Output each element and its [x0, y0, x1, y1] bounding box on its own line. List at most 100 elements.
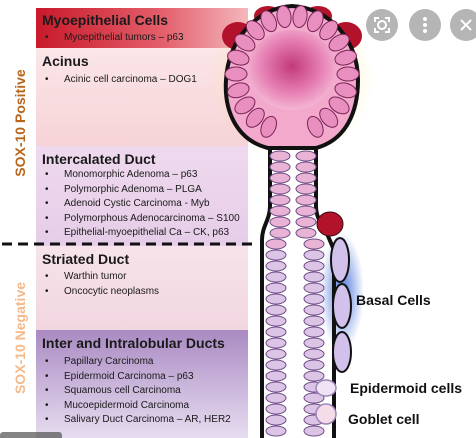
duct-cell-right: [303, 249, 325, 261]
duct-cell-right: [303, 359, 325, 371]
acinus-cell: [260, 10, 278, 33]
duct-cell-left: [265, 315, 287, 327]
list-item: Monomorphic Adenoma – p63: [42, 168, 240, 183]
duct-cell-left: [265, 359, 287, 371]
list-item: Polymorphous Adenocarcinoma – S100: [42, 212, 240, 227]
duct-cell-left: [269, 161, 291, 173]
duct-cell-left: [265, 260, 287, 272]
duct-cell-left: [265, 392, 287, 404]
inter-intralobular-list: Papillary Carcinoma Epidermoid Carcinoma…: [42, 355, 231, 428]
goblet-cell: [315, 403, 337, 425]
duct-cell-right: [303, 304, 325, 316]
duct-cell-right: [303, 282, 325, 294]
acinus-cell: [234, 96, 256, 115]
duct-cell-left: [265, 414, 287, 426]
duct-cell-right: [295, 183, 317, 195]
duct-cell-left: [265, 348, 287, 360]
list-item: Adenoid Cystic Carcinoma - Myb: [42, 197, 240, 212]
duct-cell-left: [265, 293, 287, 305]
goblet-cell-label: Goblet cell: [348, 411, 420, 427]
list-item: Epidermoid Carcinoma – p63: [42, 370, 231, 385]
acinus-cell: [334, 82, 357, 99]
duct-cell-right: [303, 348, 325, 360]
acinus-cell: [234, 33, 256, 52]
duct-cell-right: [303, 238, 325, 250]
bottom-overlay-chip: [0, 432, 62, 438]
duct-cell-left: [265, 381, 287, 393]
duct-cell-left: [269, 183, 291, 195]
list-item: Polymorphic Adenoma – PLGA: [42, 183, 240, 198]
acinus-cell: [319, 20, 339, 41]
basal-cell: [332, 331, 352, 373]
acinus-cell: [292, 5, 308, 29]
duct-cell-left: [269, 216, 291, 228]
sox10-divider-line: [2, 242, 258, 246]
duct-cell-right: [303, 271, 325, 283]
inter-intralobular-band: Inter and Intralobular Ducts Papillary C…: [36, 330, 248, 438]
duct-cell-right: [303, 315, 325, 327]
epidermoid-cell: [315, 379, 337, 397]
myoepithelial-band: Myoepithelial Cells Myoepithelial tumors…: [36, 8, 248, 48]
duct-cell-right: [295, 205, 317, 217]
striated-title: Striated Duct: [42, 251, 130, 267]
basal-cap-cell: [316, 211, 344, 237]
duct-cell-left: [269, 227, 291, 239]
list-item: Myoepithelial tumors – p63: [42, 31, 184, 46]
duct-cell-left: [265, 337, 287, 349]
duct-cell-right: [295, 161, 317, 173]
duct-cell-right: [303, 337, 325, 349]
acinus-cell: [306, 10, 324, 33]
duct-cell-left: [269, 172, 291, 184]
more-options-button[interactable]: [409, 9, 441, 41]
acinus-cell: [328, 33, 350, 52]
inter-intralobular-title: Inter and Intralobular Ducts: [42, 335, 225, 351]
list-item: Papillary Carcinoma: [42, 355, 231, 370]
duct-cell-right: [303, 260, 325, 272]
acinus-cell: [276, 5, 292, 29]
duct-cell-left: [265, 370, 287, 382]
acinus-cell: [245, 20, 265, 41]
duct-cell-left: [265, 403, 287, 415]
duct-cell-right: [303, 293, 325, 305]
intercalated-band: Intercalated Duct Monomorphic Adenoma – …: [36, 146, 248, 246]
duct-cell-left: [269, 194, 291, 206]
duct-cell-right: [295, 194, 317, 206]
duct-cell-right: [303, 370, 325, 382]
duct-cell-left: [265, 304, 287, 316]
basal-cell: [332, 283, 352, 329]
epidermoid-cells-label: Epidermoid cells: [350, 380, 463, 396]
basal-cells-label: Basal Cells: [356, 292, 431, 308]
duct-cell-left: [265, 326, 287, 338]
lens-button[interactable]: [366, 9, 398, 41]
lens-icon: [374, 17, 390, 33]
duct-cell-right: [295, 172, 317, 184]
duct-cell-left: [265, 238, 287, 250]
intercalated-list: Monomorphic Adenoma – p63 Polymorphic Ad…: [42, 168, 240, 241]
duct-cell-right: [295, 227, 317, 239]
acinus-title: Acinus: [42, 53, 89, 69]
duct-cell-right: [303, 326, 325, 338]
duct-cell-left: [265, 425, 287, 437]
list-item: Oncocytic neoplasms: [42, 285, 159, 300]
acinus-list: Acinic cell carcinoma – DOG1: [42, 73, 197, 88]
duct-cells: [265, 150, 325, 437]
acinus-cell: [319, 107, 339, 128]
duct-cell-right: [303, 425, 325, 437]
close-button[interactable]: [450, 9, 476, 41]
duct-cell-left: [269, 205, 291, 217]
acinus-cell: [328, 96, 350, 115]
striated-list: Warthin tumor Oncocytic neoplasms: [42, 270, 159, 299]
acinus-cell: [336, 66, 360, 82]
duct-outline-left: [260, 148, 272, 438]
striated-band: Striated Duct Warthin tumor Oncocytic ne…: [36, 246, 248, 330]
duct-lumen: [290, 150, 296, 438]
list-item: Epithelial-myoepithelial Ca – CK, p63: [42, 226, 240, 241]
duct-cell-right: [303, 392, 325, 404]
myoepithelial-list: Myoepithelial tumors – p63: [42, 31, 184, 46]
acinus-cells: [224, 5, 360, 138]
acinus-lumen: [248, 30, 336, 110]
duct-cell-right: [295, 150, 317, 162]
duct-cell-left: [265, 271, 287, 283]
acinus-cell: [245, 107, 265, 128]
